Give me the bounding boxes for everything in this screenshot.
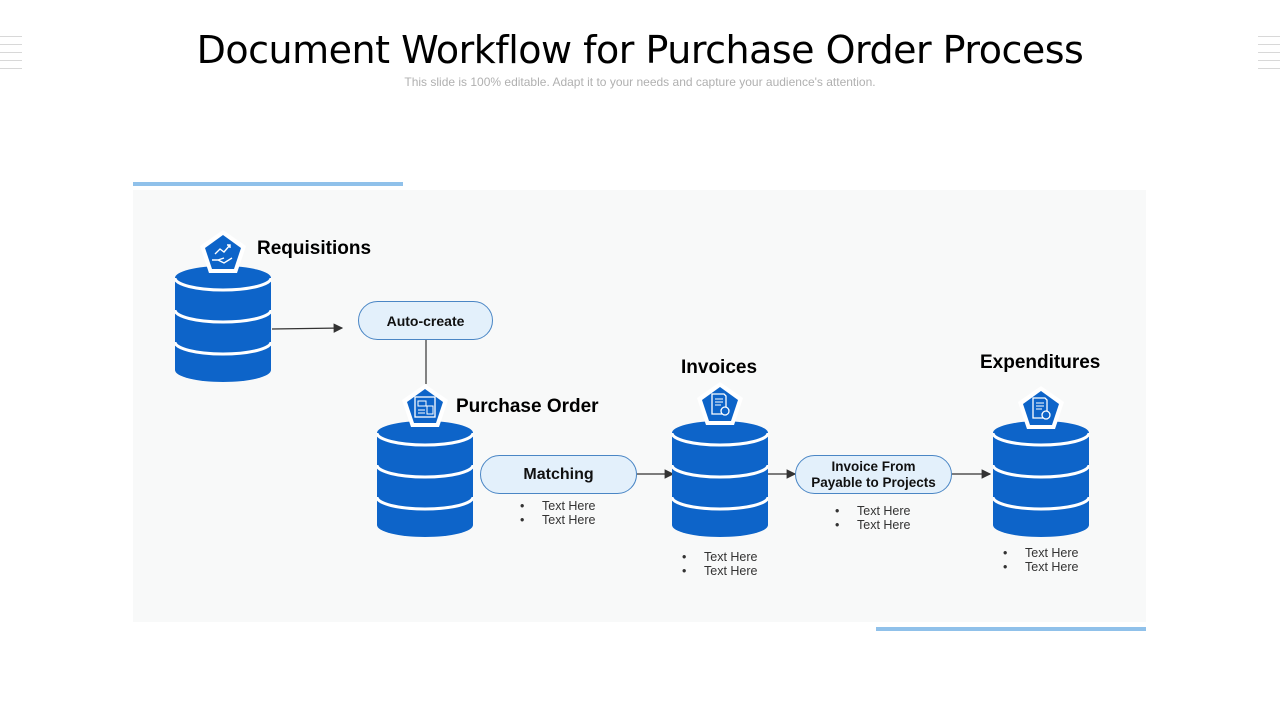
bullet-list-invoice-from: • Text Here • Text Here [835, 504, 911, 532]
bullet-dot: • [682, 564, 687, 578]
bullet-text: Text Here [704, 564, 758, 578]
list-item: • Text Here [835, 518, 911, 532]
bullet-dot: • [682, 550, 687, 564]
slide-edge-decoration-left [0, 36, 22, 70]
list-item: • Text Here [1003, 560, 1079, 574]
slide-edge-decoration-right [1258, 36, 1280, 70]
process-auto-create-label: Auto-create [386, 312, 465, 329]
document-search-icon [697, 382, 743, 425]
bullet-text: Text Here [857, 504, 911, 518]
arrow-requisitions-to-autocreate [271, 323, 344, 333]
purchase-order-document-icon [402, 384, 448, 427]
stage-label-expenditures: Expenditures [980, 352, 1101, 373]
process-invoice-from-payable: Invoice From Payable to Projects [795, 455, 952, 494]
stage-label-purchase-order: Purchase Order [456, 396, 599, 417]
hand-growth-chart-icon [200, 230, 246, 273]
bullet-dot: • [835, 504, 840, 518]
list-item: • Text Here [682, 550, 758, 564]
list-item: • Text Here [520, 513, 596, 527]
bullet-dot: • [520, 513, 525, 527]
process-matching-label: Matching [523, 465, 594, 483]
database-cylinder-expenditures [993, 421, 1089, 537]
bullet-dot: • [520, 499, 525, 513]
bullet-text: Text Here [542, 499, 596, 513]
accent-line-bottom [876, 627, 1146, 631]
process-invoice-from-line1: Invoice From [831, 458, 916, 474]
bullet-list-matching: • Text Here • Text Here [520, 499, 596, 527]
slide-subtitle: This slide is 100% editable. Adapt it to… [404, 75, 876, 89]
database-cylinder-invoices [672, 421, 768, 537]
process-matching: Matching [480, 455, 637, 494]
bullet-list-invoices: • Text Here • Text Here [682, 550, 758, 578]
database-cylinder-purchase-order [377, 421, 473, 537]
process-invoice-from-line2: Payable to Projects [811, 474, 936, 490]
list-item: • Text Here [520, 499, 596, 513]
diagram-panel [133, 190, 1146, 622]
document-search-icon [1018, 386, 1064, 429]
slide-title: Document Workflow for Purchase Order Pro… [196, 28, 1084, 72]
list-item: • Text Here [1003, 546, 1079, 560]
bullet-dot: • [835, 518, 840, 532]
bullet-text: Text Here [542, 513, 596, 527]
process-auto-create: Auto-create [358, 301, 493, 340]
bullet-text: Text Here [1025, 560, 1079, 574]
accent-line-top [133, 182, 403, 186]
bullet-text: Text Here [1025, 546, 1079, 560]
stage-label-invoices: Invoices [681, 357, 758, 378]
bullet-text: Text Here [857, 518, 911, 532]
list-item: • Text Here [682, 564, 758, 578]
bullet-dot: • [1003, 560, 1008, 574]
list-item: • Text Here [835, 504, 911, 518]
bullet-list-expenditures: • Text Here • Text Here [1003, 546, 1079, 574]
bullet-text: Text Here [704, 550, 758, 564]
bullet-dot: • [1003, 546, 1008, 560]
stage-label-requisitions: Requisitions [257, 238, 372, 259]
database-cylinder-requisitions [175, 266, 271, 382]
